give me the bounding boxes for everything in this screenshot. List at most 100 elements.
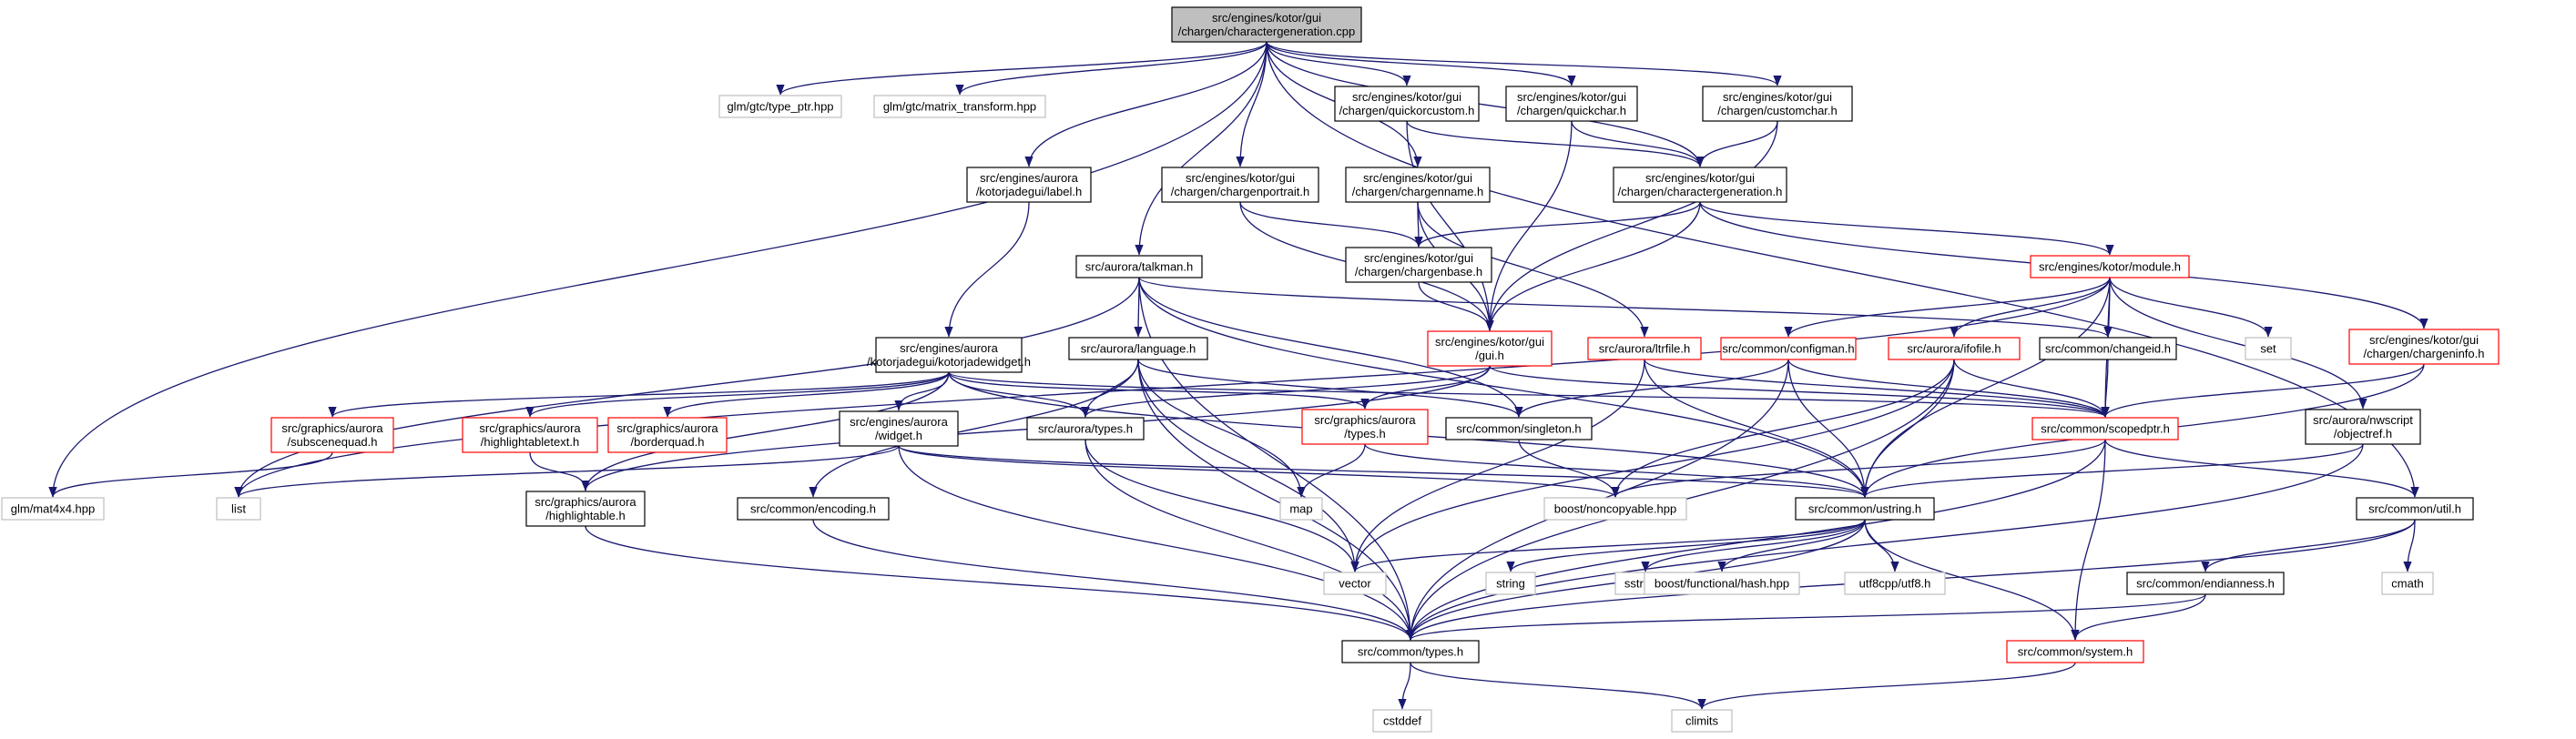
node-ltrfile[interactable]: src/aurora/ltrfile.h bbox=[1587, 337, 1702, 360]
node-label: src/engines/kotor/gui bbox=[1186, 171, 1295, 185]
node-box bbox=[2305, 409, 2421, 445]
edge-root-to-quickorcustom bbox=[1266, 41, 1411, 86]
node-label: /kotorjadegui/label.h bbox=[976, 185, 1082, 198]
edge-quickorcustom-to-chargenh bbox=[1406, 120, 1705, 167]
node-box bbox=[462, 417, 598, 453]
node-string: string bbox=[1485, 572, 1536, 595]
node-box bbox=[1279, 497, 1323, 521]
node-language[interactable]: src/aurora/language.h bbox=[1068, 337, 1208, 360]
node-chargenbase[interactable]: src/engines/kotor/gui/chargen/chargenbas… bbox=[1345, 247, 1492, 283]
node-label: src/aurora/language.h bbox=[1081, 342, 1196, 356]
node-highlightable[interactable]: src/graphics/aurora/highlightable.h bbox=[525, 491, 646, 527]
node-portrait[interactable]: src/engines/kotor/gui/chargen/chargenpor… bbox=[1161, 167, 1319, 203]
node-box bbox=[966, 167, 1092, 203]
node-ifofile[interactable]: src/aurora/ifofile.h bbox=[1888, 337, 2021, 360]
node-box bbox=[2006, 640, 2144, 663]
node-system[interactable]: src/common/system.h bbox=[2006, 640, 2144, 663]
node-box bbox=[873, 95, 1046, 118]
node-nwscript[interactable]: src/aurora/nwscript/objectref.h bbox=[2305, 409, 2421, 445]
node-climits: climits bbox=[1671, 709, 1733, 733]
edge-kjwidget-to-subscenequad bbox=[328, 371, 950, 418]
node-label: set bbox=[2260, 342, 2276, 356]
node-box bbox=[1341, 640, 1480, 663]
node-label: utf8cpp/utf8.h bbox=[1859, 577, 1931, 591]
edge-language-to-encoding bbox=[809, 359, 1139, 498]
node-chargenname[interactable]: src/engines/kotor/gui/chargen/chargennam… bbox=[1345, 167, 1491, 203]
edge-root-to-talkman bbox=[1135, 41, 1268, 256]
edge-customchar-to-guih bbox=[1485, 120, 1778, 331]
node-customchar[interactable]: src/engines/kotor/gui/chargen/customchar… bbox=[1702, 86, 1853, 122]
node-hltext[interactable]: src/graphics/aurora/highlightabletext.h bbox=[462, 417, 598, 453]
node-box bbox=[718, 95, 842, 118]
node-configman[interactable]: src/common/configman.h bbox=[1720, 337, 1857, 360]
node-label: src/engines/kotor/gui bbox=[1212, 11, 1321, 25]
edge-configman-to-scopedptr bbox=[1787, 359, 2110, 418]
node-encoding[interactable]: src/common/encoding.h bbox=[737, 497, 890, 521]
edge-root-to-util bbox=[1266, 41, 2419, 498]
node-box bbox=[1, 497, 105, 521]
node-commontypes[interactable]: src/common/types.h bbox=[1341, 640, 1480, 663]
node-scopedptr[interactable]: src/common/scopedptr.h bbox=[2031, 417, 2179, 440]
node-graphicstypes[interactable]: src/graphics/aurora/types.h bbox=[1301, 409, 1429, 445]
node-label: src/common/configman.h bbox=[1722, 342, 1854, 356]
node-label: /borderquad.h bbox=[631, 435, 705, 449]
edge-language-to-singleton bbox=[1137, 359, 1523, 418]
node-subscenequad[interactable]: src/graphics/aurora/subscenequad.h bbox=[270, 417, 394, 453]
edge-chargeninfo-to-scopedptr bbox=[2101, 363, 2425, 418]
node-label: src/engines/kotor/module.h bbox=[2039, 260, 2181, 274]
node-talkman[interactable]: src/aurora/talkman.h bbox=[1075, 255, 1203, 278]
edge-ltrfile-to-scopedptr bbox=[1644, 359, 2110, 418]
node-label: src/common/endianness.h bbox=[2136, 577, 2275, 591]
node-endianness[interactable]: src/common/endianness.h bbox=[2126, 572, 2285, 595]
node-quickorcustom[interactable]: src/engines/kotor/gui/chargen/quickorcus… bbox=[1334, 86, 1480, 122]
node-util[interactable]: src/common/util.h bbox=[2356, 497, 2474, 521]
node-singleton[interactable]: src/common/singleton.h bbox=[1445, 417, 1593, 440]
node-box bbox=[1171, 6, 1362, 43]
node-module[interactable]: src/engines/kotor/module.h bbox=[2030, 255, 2190, 278]
node-chargeninfo[interactable]: src/engines/kotor/gui/chargen/chargeninf… bbox=[2348, 329, 2500, 365]
edge-root-to-chargenh bbox=[1266, 41, 1705, 167]
node-kjwidget[interactable]: src/engines/aurora/kotorjadegui/kotorjad… bbox=[867, 337, 1031, 373]
node-box bbox=[1720, 337, 1857, 360]
node-quickchar[interactable]: src/engines/kotor/gui/chargen/quickchar.… bbox=[1505, 86, 1638, 122]
node-auroratypes[interactable]: src/aurora/types.h bbox=[1026, 417, 1145, 440]
node-label: src/graphics/aurora bbox=[1314, 413, 1416, 427]
edge-module-to-ustring bbox=[1860, 277, 2111, 498]
node-label: src/aurora/talkman.h bbox=[1085, 260, 1194, 274]
edge-highlightable-to-commontypes bbox=[585, 525, 1415, 641]
node-changeid[interactable]: src/common/changeid.h bbox=[2039, 337, 2177, 360]
node-box bbox=[2356, 497, 2474, 521]
node-widget[interactable]: src/engines/aurora/widget.h bbox=[839, 410, 959, 447]
edge-widget-to-ustring bbox=[898, 445, 1869, 498]
node-borderquad[interactable]: src/graphics/aurora/borderquad.h bbox=[607, 417, 728, 453]
edge-endianness-to-system bbox=[2071, 593, 2206, 641]
edge-ustring-to-hash bbox=[1717, 519, 1866, 572]
edge-quickchar-to-chargenh bbox=[1571, 120, 1705, 167]
node-label: src/engines/kotor/gui bbox=[1645, 171, 1755, 185]
node-typeptr: glm/gtc/type_ptr.hpp bbox=[718, 95, 842, 118]
node-label: /chargen/chargenportrait.h bbox=[1171, 185, 1309, 198]
node-box bbox=[737, 497, 890, 521]
edge-configman-to-singleton bbox=[1514, 359, 1789, 418]
edge-util-to-cmath bbox=[2403, 519, 2416, 572]
node-label[interactable]: src/engines/aurora/kotorjadegui/label.h bbox=[966, 167, 1092, 203]
node-label: /subscenequad.h bbox=[287, 435, 377, 449]
edge-language-to-map bbox=[1137, 359, 1306, 498]
edge-widget-to-list bbox=[234, 445, 900, 498]
edge-kjwidget-to-highlightable bbox=[581, 371, 950, 491]
node-chargenh[interactable]: src/engines/kotor/gui/chargen/characterg… bbox=[1613, 167, 1787, 203]
node-guih[interactable]: src/engines/kotor/gui/gui.h bbox=[1427, 330, 1553, 367]
node-box bbox=[1485, 572, 1536, 595]
node-label: cstddef bbox=[1383, 714, 1421, 728]
node-label: src/aurora/ltrfile.h bbox=[1599, 342, 1690, 356]
node-box bbox=[1587, 337, 1702, 360]
edge-scopedptr-to-noncopyable bbox=[1611, 439, 2106, 498]
node-label: src/common/util.h bbox=[2368, 502, 2461, 516]
node-root[interactable]: src/engines/kotor/gui/chargen/characterg… bbox=[1171, 6, 1362, 43]
node-matrix: glm/gtc/matrix_transform.hpp bbox=[873, 95, 1046, 118]
edge-graphicstypes-to-ustring bbox=[1364, 443, 1869, 498]
node-ustring[interactable]: src/common/ustring.h bbox=[1795, 497, 1935, 521]
edge-root-to-label bbox=[1024, 41, 1268, 167]
edge-customchar-to-chargenh bbox=[1695, 120, 1778, 167]
